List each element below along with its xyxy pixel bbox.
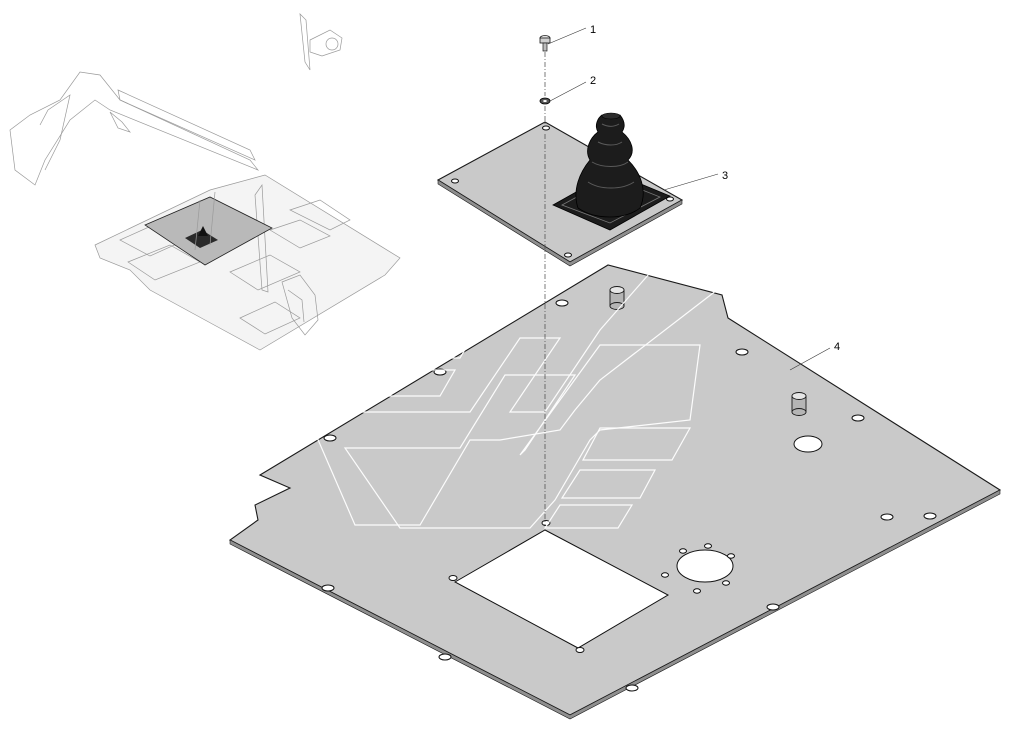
- standoff-left: [609, 286, 625, 310]
- watermark-logo: [305, 168, 741, 529]
- thumbnail-highlight-plate: [144, 196, 273, 266]
- overview-thumbnail: [9, 13, 401, 351]
- callout-4: 4: [834, 341, 840, 353]
- rubber-boot: [575, 112, 644, 218]
- callout-2: 2: [590, 75, 596, 87]
- boot-plate: [436, 112, 684, 267]
- standoff-right: [791, 392, 807, 416]
- floor-panel: [228, 264, 1002, 720]
- callout-3: 3: [722, 170, 728, 182]
- bolt: [539, 35, 551, 52]
- floor-panel-cutout: [453, 529, 670, 649]
- leader-lines: [547, 27, 831, 371]
- callout-1: 1: [590, 24, 596, 36]
- washer: [539, 97, 551, 105]
